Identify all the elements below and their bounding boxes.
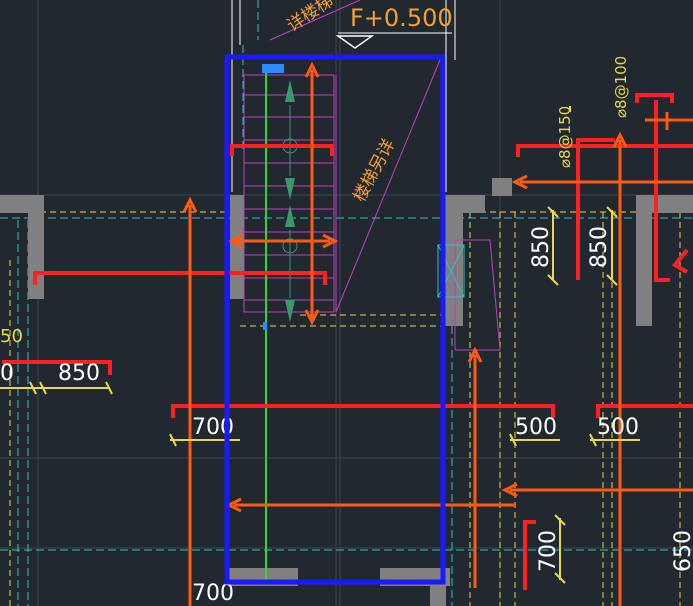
dimension-500-b: 500 — [597, 415, 639, 440]
dimension-700-right: 700 — [536, 530, 561, 572]
level-label: F+0.500 — [350, 4, 453, 32]
red-rebar-lines — [2, 93, 693, 590]
green-arrows — [282, 80, 298, 322]
dimension-850-left-a: 850 — [58, 361, 100, 386]
selection-grip-icon[interactable] — [262, 64, 284, 73]
stair-reference-label: 详楼梯 — [284, 0, 337, 36]
dimension-850-right-b: 850 — [587, 226, 612, 268]
dimension-650-right: 650 — [671, 530, 693, 572]
level-marker — [335, 32, 452, 49]
wall-outlines — [231, 0, 456, 192]
dimension-ticks — [0, 106, 640, 584]
dimension-500-a: 500 — [515, 415, 557, 440]
dimension-0-left-edge: 0 — [0, 361, 14, 386]
dimension-700-bottom: 700 — [192, 581, 234, 606]
stair-outline — [243, 0, 501, 351]
rebar-label-second: ⌀8@150 — [556, 106, 574, 168]
selection-rectangle[interactable] — [224, 54, 446, 585]
rebar-label-top: ⌀8@100 — [612, 56, 630, 118]
orange-bars — [182, 61, 693, 606]
dimension-50-left-edge: 50 — [0, 326, 23, 347]
selection-grip-small-icon[interactable] — [263, 322, 267, 330]
dimension-850-right-a: 850 — [529, 226, 554, 268]
